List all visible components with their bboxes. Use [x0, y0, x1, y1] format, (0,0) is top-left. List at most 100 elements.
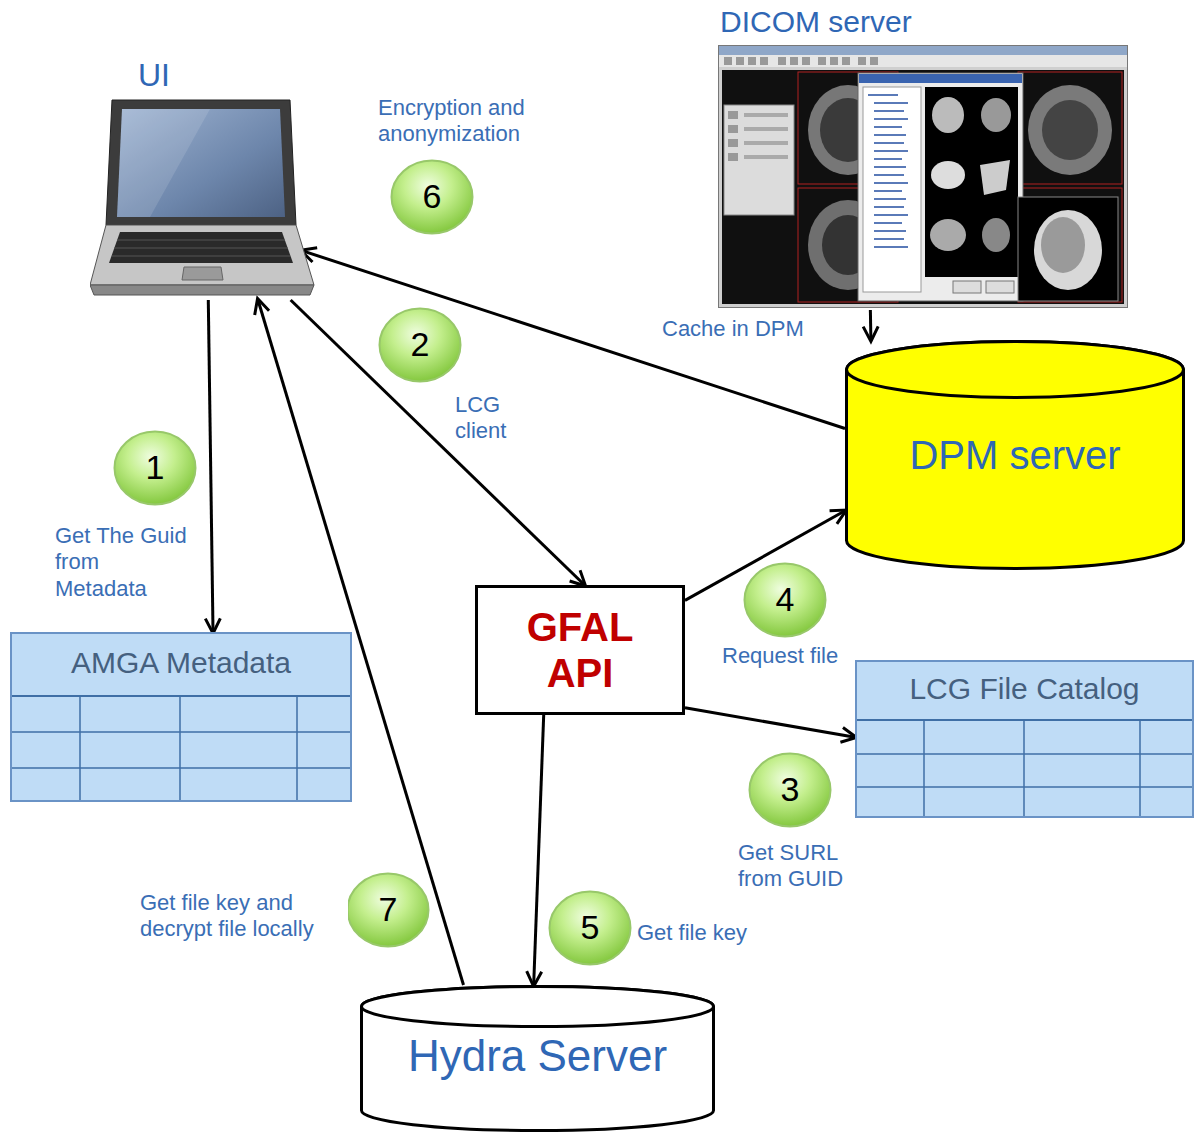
- step-caption: Get SURL from GUID: [738, 840, 858, 893]
- cylinder-top: [847, 342, 1184, 398]
- table-rule: [79, 696, 81, 800]
- illustration-part: [930, 219, 966, 251]
- node-label: UI: [138, 57, 170, 94]
- illustration-part: [1018, 197, 1118, 301]
- illustration-part: [1041, 217, 1085, 273]
- illustration-part: [114, 248, 288, 249]
- illustration-part: [830, 57, 838, 65]
- key-server-cylinder: Hydra Server: [360, 985, 715, 1132]
- illustration-part: [719, 46, 1128, 308]
- circle-outline: [550, 892, 631, 965]
- node-label: GFAL API: [510, 604, 650, 696]
- table-rule: [179, 696, 181, 800]
- illustration-part: [842, 57, 850, 65]
- step-caption-holder: LCG client: [455, 392, 525, 445]
- illustration-part: [874, 206, 904, 208]
- illustration-part: [858, 57, 866, 65]
- illustration-part: [719, 46, 1127, 55]
- laptop-illustration: [90, 95, 316, 297]
- circle-outline: [750, 754, 831, 827]
- step-caption: Cache in DPM: [662, 316, 804, 342]
- illustration-part: [982, 218, 1010, 252]
- illustration-part: [728, 153, 738, 161]
- arrow-connector: [685, 708, 855, 737]
- illustration-part: [874, 166, 906, 168]
- arrow-connector: [869, 310, 873, 340]
- step-number-circle: 2: [378, 307, 462, 383]
- illustration-part: [1034, 210, 1102, 290]
- illustration-part: [778, 57, 786, 65]
- illustration-part: [868, 95, 908, 247]
- table-rule: [12, 767, 350, 769]
- illustration-part: [117, 109, 285, 217]
- illustration-part: [868, 94, 898, 96]
- illustration-part: [722, 70, 1124, 304]
- illustration-part: [748, 57, 756, 65]
- step-number-circle: 3: [748, 752, 832, 828]
- step-caption-holder: Get The Guid from Metadata: [55, 523, 195, 602]
- illustration-part: [931, 161, 965, 189]
- callout-number: 3: [781, 770, 800, 809]
- callout-number: 7: [379, 890, 398, 929]
- illustration-part: [744, 127, 788, 131]
- cylinder-body: [847, 342, 1184, 569]
- client-laptop-node: UI: [90, 55, 302, 300]
- illustration-part: [863, 87, 921, 292]
- table-rule: [296, 696, 298, 800]
- step-caption: Request file: [722, 643, 838, 669]
- callout-number: 1: [146, 448, 165, 487]
- illustration-part: [858, 73, 1023, 301]
- table-rule: [12, 695, 350, 697]
- step-number-circle: 4: [743, 562, 827, 638]
- illustration-part: [874, 134, 906, 136]
- illustration-part: [728, 111, 738, 119]
- table-rule: [12, 731, 350, 733]
- table-rule: [923, 720, 925, 816]
- illustration-part: [874, 246, 908, 248]
- illustration-part: [874, 190, 902, 192]
- step-caption-holder: Encryption and anonymization: [378, 95, 563, 148]
- illustration-part: [724, 57, 732, 65]
- illustration-part: [874, 126, 902, 128]
- arrow-connector: [291, 300, 585, 585]
- callout-number: 2: [411, 325, 430, 364]
- illustration-part: [728, 139, 738, 147]
- step-number-circle: 5: [548, 890, 632, 966]
- node-label: LCG File Catalog: [909, 672, 1139, 707]
- illustration-part: [953, 281, 981, 293]
- storage-cylinder: DPM server: [845, 340, 1185, 570]
- illustration-part: [728, 125, 738, 133]
- illustration-part: [932, 97, 964, 133]
- cylinder-body: [362, 987, 714, 1131]
- callout-number: 4: [776, 580, 795, 619]
- circle-outline: [745, 564, 826, 637]
- step-caption-holder: Get SURL from GUID: [738, 840, 858, 893]
- arrow-connector: [534, 715, 544, 985]
- illustration-part: [874, 142, 904, 144]
- illustration-part: [981, 98, 1011, 132]
- circle-outline: [348, 874, 429, 947]
- dicom-viewer-screenshot: [718, 45, 1128, 308]
- illustration-part: [874, 214, 908, 216]
- illustration-part: [874, 110, 904, 112]
- cylinder-top: [362, 987, 714, 1027]
- node-label: Hydra Server: [408, 1031, 667, 1082]
- illustration-part: [744, 113, 788, 117]
- illustration-part: [790, 57, 798, 65]
- step-caption-holder: Request file: [722, 643, 882, 669]
- illustration-part: [874, 102, 908, 104]
- illustration-part: [182, 267, 223, 280]
- illustration-part: [874, 198, 906, 200]
- illustration-part: [802, 57, 810, 65]
- illustration-part: [874, 238, 904, 240]
- illustration-part: [117, 240, 285, 241]
- illustration-part: [874, 230, 906, 232]
- illustration-part: [925, 87, 1018, 277]
- illustration-part: [90, 225, 314, 285]
- illustration-part: [90, 285, 314, 295]
- illustration-part: [874, 150, 908, 152]
- dicom-server-node: DICOM server: [715, 5, 1130, 310]
- catalog-table: LCG File Catalog: [855, 660, 1194, 818]
- metadata-table: AMGA Metadata: [10, 632, 352, 802]
